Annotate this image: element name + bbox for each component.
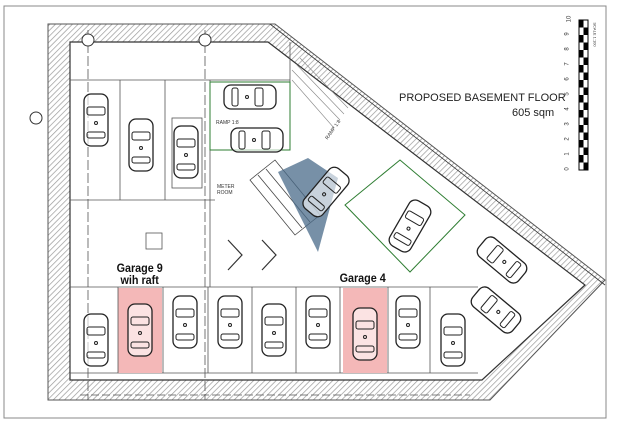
drawing-title: PROPOSED BASEMENT FLOOR xyxy=(399,92,566,104)
scale-tick-label: 1 xyxy=(564,152,571,156)
car-icon xyxy=(305,295,331,349)
car-icon xyxy=(127,303,153,357)
car-icon xyxy=(470,286,522,334)
scale-segment xyxy=(583,42,588,50)
grid-bubble xyxy=(198,33,212,47)
car-icon xyxy=(172,295,198,349)
car-icon xyxy=(440,313,466,367)
scale-segment xyxy=(583,72,588,80)
garage-9-label: Garage 9 wih raft xyxy=(117,262,163,286)
scale-segment xyxy=(579,140,584,148)
sheet-border xyxy=(3,5,607,419)
car-icon xyxy=(83,93,109,147)
grid-bubble xyxy=(81,33,95,47)
scale-segment xyxy=(583,87,588,95)
car-icon xyxy=(230,127,284,153)
scale-segment xyxy=(579,125,584,133)
scale-segment xyxy=(579,80,584,88)
ramp-label: RAMP 1:8 xyxy=(216,120,239,126)
car-icon xyxy=(223,84,277,110)
green-zone-outlines xyxy=(209,81,466,273)
scale-segment xyxy=(583,132,588,140)
car-icon xyxy=(395,295,421,349)
scale-bar xyxy=(578,19,589,171)
scale-tick-label: 4 xyxy=(564,107,571,111)
scale-tick-label: 2 xyxy=(564,137,571,141)
scale-segment xyxy=(583,27,588,35)
meter-room-label-1: METER xyxy=(217,184,235,190)
scale-tick-label: 3 xyxy=(564,122,571,126)
scale-segment xyxy=(583,117,588,125)
scale-segment xyxy=(583,147,588,155)
cars xyxy=(83,84,528,367)
garage-9-title: Garage 9 xyxy=(116,261,163,275)
scale-segment xyxy=(579,35,584,43)
scale-tick-label: 8 xyxy=(564,47,571,51)
boundary-line xyxy=(269,23,606,286)
ramp-lines xyxy=(291,57,349,129)
car-icon xyxy=(83,313,109,367)
scale-tick-label: 6 xyxy=(564,77,571,81)
scale-segment xyxy=(583,57,588,65)
scale-segment xyxy=(583,162,588,170)
scale-segment xyxy=(579,110,584,118)
garage-4-label: Garage 4 xyxy=(339,271,386,285)
scale-segment xyxy=(579,20,584,28)
scale-caption: SCALE 1:100 xyxy=(592,22,598,47)
meter-room-label-2: ROOM xyxy=(217,190,233,196)
garage-9-note: wih raft xyxy=(120,273,159,287)
car-icon xyxy=(173,125,199,179)
scale-tick-label: 0 xyxy=(564,167,571,171)
car-icon xyxy=(388,199,432,253)
car-icon xyxy=(261,303,287,357)
scale-tick-label: 5 xyxy=(564,92,571,96)
car-icon xyxy=(128,118,154,172)
scale-tick-label: 9 xyxy=(564,32,571,36)
scale-segment xyxy=(579,95,584,103)
scale-segment xyxy=(579,65,584,73)
floor-area: 605 sqm xyxy=(512,107,555,119)
grid-bubble xyxy=(29,111,43,125)
car-icon xyxy=(352,307,378,361)
scale-segment xyxy=(583,102,588,110)
bay-dividers xyxy=(117,287,431,373)
traffic-arrows xyxy=(227,239,277,271)
scale-segment xyxy=(579,155,584,163)
scale-tick-label: 10 xyxy=(566,15,573,23)
car-icon xyxy=(476,236,528,284)
scale-segment xyxy=(579,50,584,58)
car-icon xyxy=(217,295,243,349)
scale-tick-label: 7 xyxy=(564,62,571,66)
car-icon xyxy=(302,166,350,218)
